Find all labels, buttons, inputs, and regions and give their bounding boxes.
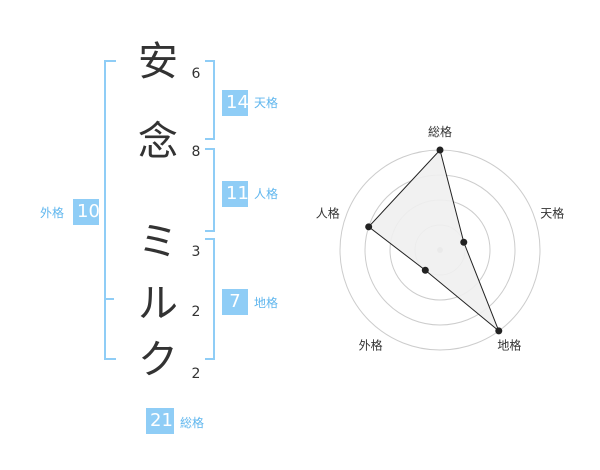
radar-points bbox=[365, 146, 503, 335]
soukaku-label: 総格 bbox=[180, 416, 205, 430]
radar-axis-label-5: 人格 bbox=[316, 206, 340, 221]
radar-axis-label-1: 総格 bbox=[428, 124, 452, 139]
radar-point-3 bbox=[495, 327, 503, 335]
chikaku-label: 地格 bbox=[254, 296, 279, 310]
radar-axis-label-3: 地格 bbox=[497, 337, 521, 352]
name-char-3: ミ bbox=[138, 219, 178, 265]
radar-axis-label-2: 天格 bbox=[540, 206, 564, 221]
radar-polygon bbox=[367, 148, 500, 332]
gaikaku-label: 外格 bbox=[40, 206, 65, 220]
gaikaku-bracket bbox=[104, 60, 116, 360]
tenkaku-label: 天格 bbox=[254, 96, 279, 110]
gaikaku-value: 10 bbox=[73, 199, 100, 225]
gaikaku-bracket-tick bbox=[104, 298, 114, 300]
stroke-count-5: 2 bbox=[191, 366, 201, 382]
radar-polygon-layer bbox=[367, 148, 500, 332]
stroke-count-2: 8 bbox=[191, 144, 201, 160]
radar-axis-label-4: 外格 bbox=[359, 337, 383, 352]
radar-point-5 bbox=[365, 223, 373, 231]
jinkaku-value: 11 bbox=[222, 181, 249, 207]
chikaku-bracket bbox=[205, 238, 215, 360]
radar-point-4 bbox=[421, 266, 429, 274]
radar-point-1 bbox=[436, 146, 444, 154]
name-char-5: ク bbox=[138, 337, 178, 383]
name-char-1: 安 bbox=[138, 39, 178, 85]
stroke-count-4: 2 bbox=[191, 304, 201, 320]
name-char-4: ル bbox=[138, 281, 178, 327]
jinkaku-bracket bbox=[205, 148, 215, 232]
tenkaku-bracket bbox=[205, 60, 215, 140]
jinkaku-label: 人格 bbox=[254, 187, 279, 201]
tenkaku-value: 14 bbox=[222, 90, 249, 116]
name-char-2: 念 bbox=[138, 119, 178, 165]
stroke-count-1: 6 bbox=[191, 66, 201, 82]
soukaku-value: 21 bbox=[146, 408, 174, 434]
chikaku-value: 7 bbox=[222, 289, 248, 315]
radar-point-2 bbox=[460, 238, 468, 246]
stroke-count-3: 3 bbox=[191, 244, 201, 260]
